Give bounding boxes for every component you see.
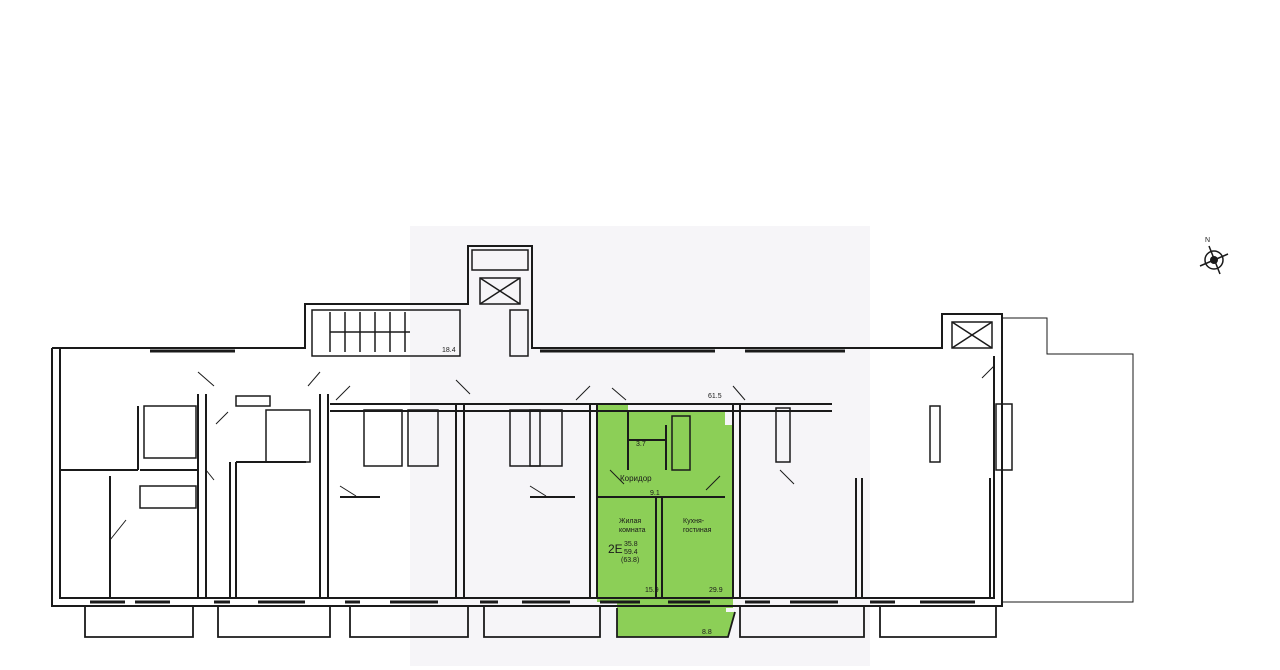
total-area-value: 59.4: [624, 549, 638, 556]
balconies: [84, 606, 997, 638]
kitchen-area: 29.9: [709, 587, 723, 594]
total-with-loggia-value: (63.8): [621, 557, 639, 564]
corridor-label: Коридор: [620, 474, 652, 483]
living-room-label-2: комната: [619, 527, 646, 534]
loggia-area: 8.8: [702, 629, 712, 636]
bathrooms: [139, 395, 1013, 509]
other-labels: 18.4 61.5: [442, 347, 722, 400]
kitchen-label-1: Кухня-: [683, 518, 705, 525]
bathroom-area: 3.7: [636, 441, 646, 448]
partition-walls: [60, 394, 991, 598]
apartment-type: 2Е: [608, 542, 623, 556]
stair-core: [311, 249, 529, 357]
selected-apartment[interactable]: [597, 404, 735, 637]
stair-area: 18.4: [442, 347, 456, 354]
outer-walls: [51, 245, 1134, 607]
corridor-area: 9.1: [650, 490, 660, 497]
living-room-label-1: Жилая: [619, 518, 641, 525]
hall-area: 61.5: [708, 393, 722, 400]
living-room-area: 15.9: [645, 587, 659, 594]
corridor-walls: [150, 349, 845, 412]
selected-apartment-loggia: [617, 608, 735, 637]
compass-rose-icon: N: [1199, 237, 1229, 275]
kitchen-label-2: гостиная: [683, 527, 712, 534]
compass-north-label: N: [1205, 237, 1210, 244]
elevator-shaft: [951, 321, 993, 349]
apartment-labels: Коридор 9.1 Жилая комната Кухня- гостина…: [608, 441, 723, 636]
door-swings: [109, 365, 995, 541]
living-area-value: 35.8: [624, 541, 638, 548]
